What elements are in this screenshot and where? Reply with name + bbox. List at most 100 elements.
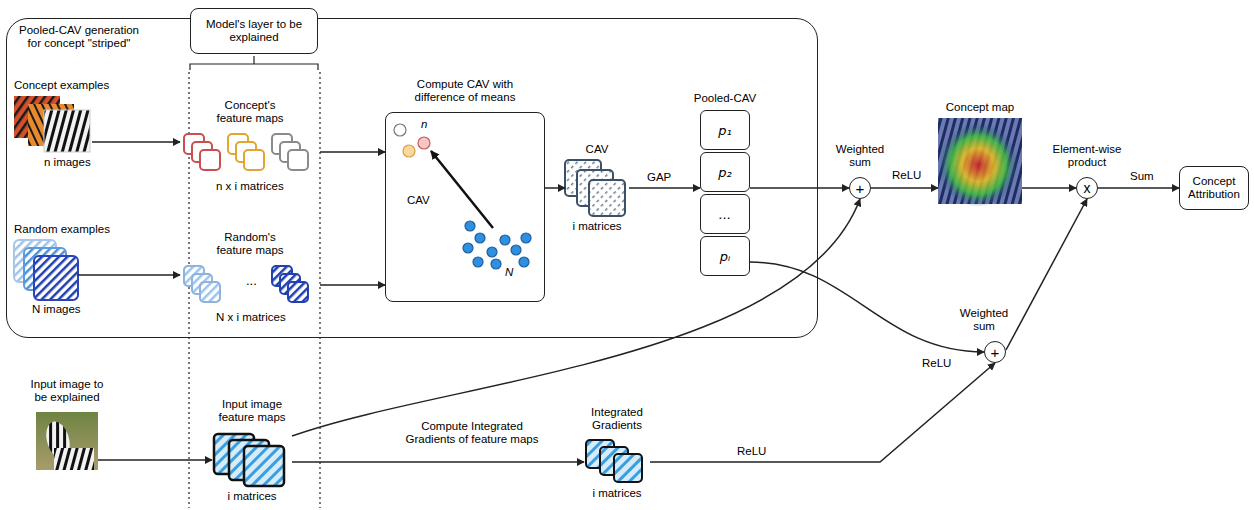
node-label: Concept map	[930, 101, 1030, 114]
feature-map-group: Concept's feature mapsn x i matrices	[180, 130, 320, 176]
svg-ellipse	[938, 123, 1018, 207]
feature-map-group: Random's feature maps...N x i matrices	[180, 262, 320, 308]
svg-rect	[288, 150, 308, 170]
svg-rect	[614, 454, 642, 482]
concept-feature-maps	[184, 134, 308, 170]
vector-entry: p₁	[700, 110, 750, 150]
connector-arrow	[92, 141, 180, 143]
random-feature-maps	[184, 266, 308, 302]
layer-label-box: Model's layer to be explained	[190, 8, 318, 54]
connector-arrow	[320, 284, 385, 286]
node-label: Pooled-CAV generation for concept "strip…	[15, 24, 143, 50]
node-text: N x i matrices	[216, 311, 286, 324]
node-text: ...	[246, 274, 257, 287]
node-label: pᵢ	[720, 249, 731, 264]
sum-operator: Weighted sum+	[849, 177, 871, 199]
concept-images	[14, 96, 90, 152]
node-label: p₁	[718, 123, 731, 138]
connector-arrow	[98, 459, 212, 461]
sum-operator: Weighted sum+	[984, 341, 1006, 363]
edge-label: GAP	[645, 171, 673, 184]
connector-arrow	[1098, 187, 1179, 189]
node-text: N images	[32, 303, 81, 316]
svg-line	[319, 72, 320, 508]
group-region: Pooled-CAV generation for concept "strip…	[6, 18, 818, 338]
connector-arrow	[292, 199, 860, 436]
cav-stack	[565, 160, 625, 216]
connector-arrow	[78, 274, 180, 276]
node-label: CAV	[565, 143, 629, 156]
node-text: +	[856, 181, 865, 196]
vector-entry: pᵢ	[700, 236, 750, 276]
svg-rect	[200, 282, 220, 302]
gradient-maps	[586, 440, 642, 482]
image-group: Concept examplesn images	[14, 96, 92, 152]
product-operator: Element-wise productx	[1076, 177, 1098, 199]
node-text: i matrices	[565, 220, 629, 233]
connector-arrow	[750, 187, 849, 189]
svg-rect	[54, 448, 94, 470]
node-label: Model's layer to be explained	[194, 18, 314, 44]
node-label: Weighted sum	[830, 143, 890, 169]
svg-circle	[475, 233, 485, 243]
node-label: Input image to be explained	[27, 378, 107, 404]
svg-rect	[288, 282, 308, 302]
connector-arrow	[545, 187, 565, 189]
svg-rect	[244, 150, 264, 170]
svg-rect	[36, 412, 98, 470]
node-label: Random examples	[14, 223, 110, 236]
node-text: n images	[44, 156, 91, 169]
connector-arrow	[1022, 187, 1076, 189]
svg-circle	[418, 137, 430, 149]
node-text: N	[505, 266, 513, 279]
node-label: Pooled-CAV	[680, 92, 770, 105]
input-photo	[36, 412, 98, 470]
node-label: Concept's feature maps	[210, 99, 290, 125]
node-label: Concept examples	[14, 79, 109, 92]
gradient-stack: Integrated Gradientsi matrices	[584, 438, 650, 484]
input-image: Input image to be explained	[36, 412, 98, 470]
svg-circle	[521, 233, 531, 243]
heatmap-image: Concept map	[938, 118, 1022, 204]
output-box: Concept Attribution	[1179, 166, 1249, 210]
edge-label: ReLU	[890, 169, 923, 182]
svg-rect	[200, 150, 220, 170]
svg-circle	[511, 245, 521, 255]
node-label: ...	[719, 207, 731, 222]
svg-circle	[500, 235, 510, 245]
node-label: Weighted sum	[958, 307, 1010, 333]
vector-entry: p₂	[700, 152, 750, 192]
svg-rect	[244, 446, 284, 486]
svg-circle	[403, 145, 415, 157]
connector-arrow	[320, 151, 385, 153]
node-text: n	[421, 118, 427, 131]
edge-label: Sum	[1128, 170, 1156, 183]
node-label: Integrated Gradients	[582, 406, 652, 432]
svg-rect	[589, 180, 625, 216]
layer-bracket	[189, 56, 320, 508]
svg-path	[190, 56, 318, 70]
node-text: x	[1084, 181, 1091, 195]
edge-label: ReLU	[735, 445, 768, 458]
svg-line	[431, 151, 493, 228]
node-text: n x i matrices	[216, 180, 284, 193]
node-label: Concept Attribution	[1183, 175, 1245, 201]
svg-circle	[473, 257, 483, 267]
connector-arrow	[871, 187, 938, 189]
svg-circle	[519, 257, 529, 267]
input-feature-maps	[214, 434, 284, 486]
random-images	[14, 240, 78, 300]
connector-arrow	[650, 363, 995, 462]
svg-circle	[491, 259, 501, 269]
svg-circle	[487, 247, 497, 257]
node-text: i matrices	[212, 490, 292, 503]
node-text: i matrices	[584, 487, 650, 500]
svg-rect	[44, 110, 90, 152]
node-text: CAV	[407, 194, 430, 207]
vector-entry: ...	[700, 194, 750, 234]
scatter-plot	[394, 124, 531, 269]
svg-circle	[394, 124, 406, 136]
image-group: Random examplesN images	[14, 240, 78, 300]
